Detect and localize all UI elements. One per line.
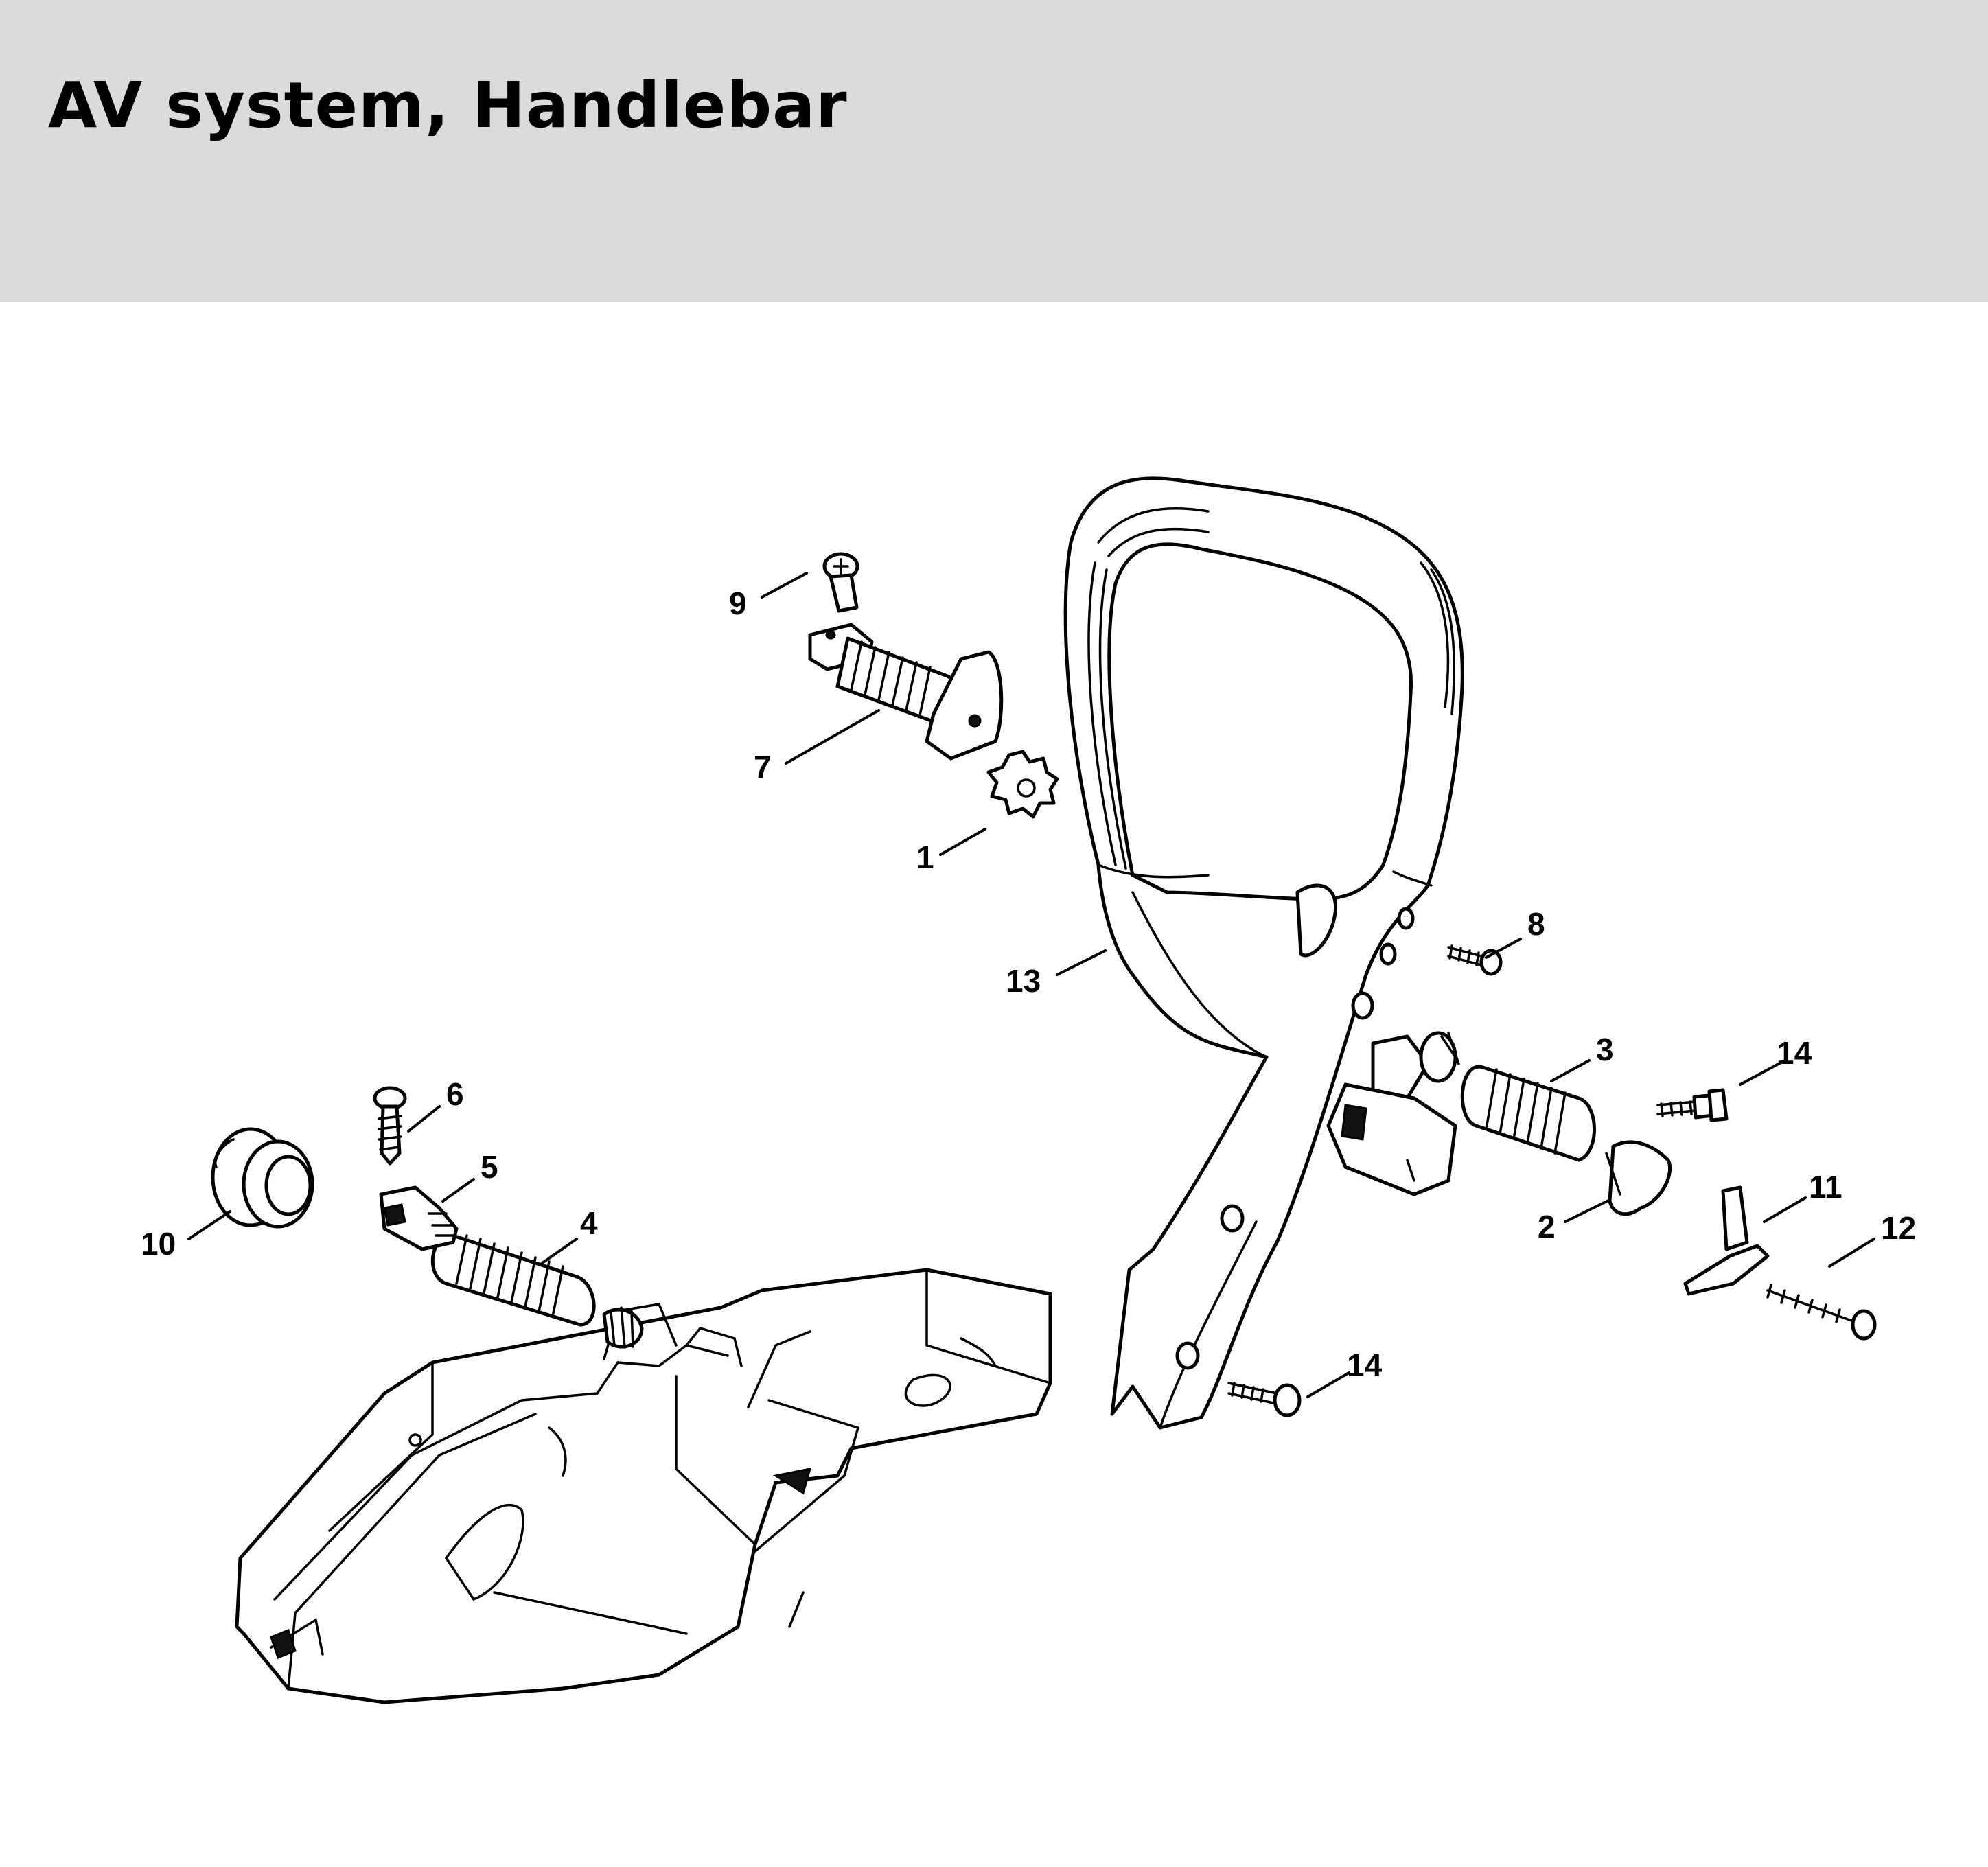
handlebar-mount-block [1326,1034,1457,1196]
page-title: AV system, Handlebar [48,69,848,142]
spring-3 [1460,1065,1596,1162]
callout-11: 11 [1809,1169,1842,1205]
screw-14-right [1656,1088,1729,1122]
leader-11 [1763,1196,1807,1223]
callout-7: 7 [754,749,772,785]
callout-8: 8 [1527,906,1545,942]
leader-1 [939,828,986,856]
mount-buffer [1419,1031,1460,1083]
machine-housing [235,1268,1052,1704]
stop-11 [1683,1185,1770,1296]
buffer-5 [379,1185,459,1251]
callout-5: 5 [481,1149,498,1185]
leader-13 [1056,949,1107,976]
buffer-2 [1605,1140,1672,1216]
callout-9: 9 [729,585,747,621]
leader-8 [1485,938,1522,959]
leader-14b [1306,1371,1350,1398]
leader-4 [541,1238,578,1264]
leader-9 [761,572,808,599]
leader-14a [1739,1059,1786,1086]
leader-6 [407,1105,441,1133]
header-band: AV system, Handlebar [0,0,1988,302]
leader-10 [187,1210,231,1240]
buffer-10 [211,1127,314,1229]
callout-2: 2 [1538,1209,1556,1244]
callout-14a: 14 [1777,1035,1812,1071]
callout-1: 1 [916,839,934,875]
callout-13: 13 [1006,963,1041,999]
leader-lines [187,572,1875,1398]
callout-6: 6 [446,1076,464,1112]
leader-3 [1550,1059,1591,1082]
spring-4 [430,1233,596,1327]
callout-labels: 1 2 3 4 5 6 7 8 9 10 11 12 13 14 14 [141,585,1916,1383]
callout-3: 3 [1596,1032,1614,1067]
screw-9 [822,552,859,613]
buffer-1 [986,750,1059,819]
leader-7 [785,709,880,765]
leader-5 [441,1178,475,1203]
av-element-7 [808,623,1004,761]
callout-10: 10 [141,1226,176,1262]
leader-2 [1564,1198,1611,1223]
spring-seat-on-housing [602,1306,644,1349]
callout-4: 4 [580,1205,598,1241]
callout-14b: 14 [1347,1347,1383,1383]
screw-14-bottom [1227,1382,1302,1417]
screw-12 [1766,1284,1877,1341]
leader-12 [1828,1238,1875,1268]
handlebar-13 [1063,476,1464,1430]
callout-12: 12 [1881,1210,1916,1246]
screw-8 [1447,944,1503,976]
screw-6 [373,1086,407,1166]
